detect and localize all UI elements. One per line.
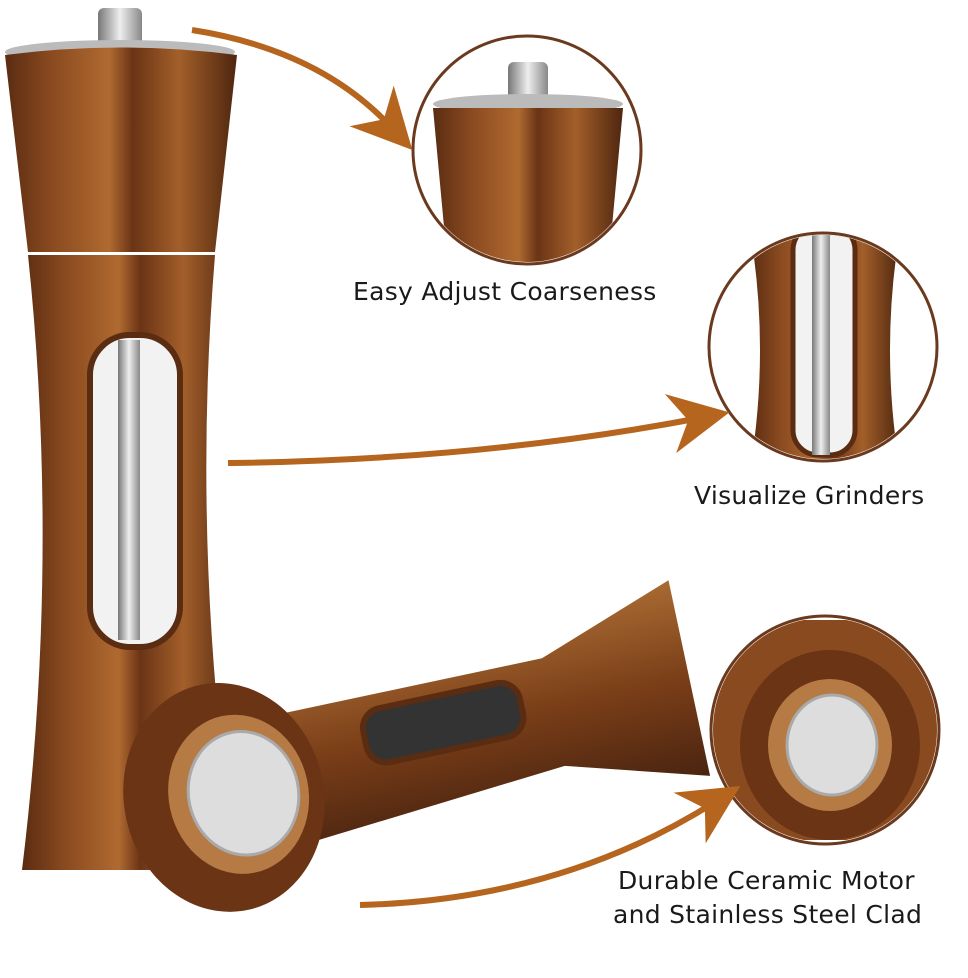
callout-label-motor-line2: and Stainless Steel Clad <box>613 900 923 929</box>
arrow-icon <box>227 394 730 466</box>
lying-grinder <box>123 580 711 912</box>
callout-label-grinders: Visualize Grinders <box>694 481 925 510</box>
detail-circle-knob <box>411 34 643 266</box>
callout-label-motor-line1: Durable Ceramic Motor <box>618 866 915 895</box>
detail-circle-window <box>707 231 939 463</box>
arrow-icon <box>359 785 741 908</box>
detail-circle-motor <box>709 614 941 846</box>
arrow-icon <box>191 27 413 151</box>
callout-label-coarseness: Easy Adjust Coarseness <box>353 277 657 306</box>
adjust-knob <box>98 8 142 48</box>
